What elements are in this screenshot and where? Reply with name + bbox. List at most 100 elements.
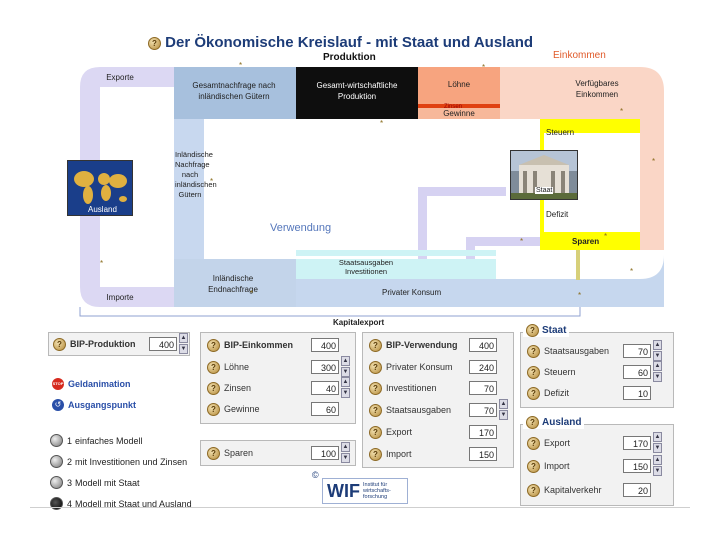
value-staat-staatsausgaben: 70	[623, 344, 651, 358]
box-gesamtnachfrage	[174, 67, 296, 119]
label-sparen: Sparen	[572, 237, 600, 246]
ausgangspunkt-label: Ausgangspunkt	[68, 400, 137, 410]
model-option-2[interactable]: 2 mit Investitionen und Zinsen	[50, 451, 192, 472]
help-icon[interactable]: ?	[207, 446, 220, 460]
panel-bip-verwendung: ? BIP-Verwendung 400 ?Privater Konsum 24…	[362, 332, 514, 468]
value-import: 150	[469, 447, 497, 461]
label-bip-produktion: BIP-Produktion	[70, 339, 136, 349]
help-icon[interactable]: ?	[527, 386, 540, 400]
label-loehne: Löhne	[447, 80, 471, 89]
spinner-ausland-import[interactable]: ▲▼	[653, 455, 662, 476]
radio-icon[interactable]	[50, 455, 63, 468]
label-import-row: Import	[386, 449, 412, 459]
radio-icon[interactable]	[50, 434, 63, 447]
help-icon[interactable]: ?	[526, 324, 539, 337]
model-option-1[interactable]: 1 einfaches Modell	[50, 430, 192, 451]
spinner-ausland-export[interactable]: ▲▼	[653, 432, 662, 453]
label-sparen-panel: Sparen	[224, 448, 254, 458]
ausland-panel-header: ? Ausland	[523, 416, 585, 429]
value-privater-konsum: 240	[469, 360, 497, 374]
band-verfuegbares-einkommen	[500, 67, 664, 250]
label-privater-konsum-row: Privater Konsum	[386, 362, 453, 372]
label-gewinne: Gewinne	[443, 109, 475, 118]
help-icon[interactable]: ?	[527, 436, 540, 450]
radio-icon[interactable]	[50, 476, 63, 489]
spinner-sparen[interactable]: ▲▼	[341, 442, 350, 463]
help-icon[interactable]: ?	[527, 344, 540, 358]
label-gesamtwirtschaftliche-produktion: Gesamt-wirtschaftliche Produktion	[316, 81, 398, 101]
band-sparen	[540, 232, 640, 250]
value-ausland-import: 150	[623, 459, 651, 473]
value-zinsen[interactable]: 40	[311, 381, 339, 395]
staat-panel-header: ? Staat	[523, 324, 570, 337]
panel-bip-produktion: ? BIP-Produktion 400 ▲▼	[48, 332, 190, 356]
label-defizit: Defizit	[546, 210, 569, 219]
value-export: 170	[469, 425, 497, 439]
help-icon[interactable]: ?	[369, 360, 382, 374]
value-bip-verwendung: 400	[469, 338, 497, 352]
box-zinsen-gewinne	[418, 107, 500, 119]
help-icon[interactable]: ?	[148, 36, 161, 50]
ausgangspunkt-button[interactable]: ↺ Ausgangspunkt	[52, 399, 136, 411]
panel-ausland: ? Ausland ?Export 170 ▲▼ ?Import 150 ▲▼ …	[520, 416, 674, 506]
label-staat-steuern: Steuern	[544, 367, 576, 377]
spinner-bip-produktion[interactable]: ▲▼	[179, 333, 188, 354]
spinner-staatsausgaben[interactable]: ▲▼	[499, 399, 508, 420]
label-importe: Importe	[106, 293, 134, 302]
label-verfuegbares-einkommen: Verfügbares Einkommen	[575, 79, 619, 99]
government-building-icon[interactable]: Staat	[510, 150, 578, 200]
label-staat-panel: Staat	[542, 325, 567, 336]
wif-logo-text: WIF	[327, 480, 360, 501]
help-icon[interactable]: ?	[369, 338, 382, 352]
help-icon[interactable]: ?	[369, 381, 382, 395]
value-ausland-kapitalverkehr: 20	[623, 483, 651, 497]
radio-selected-icon[interactable]	[50, 497, 63, 510]
value-gewinne[interactable]: 60	[311, 402, 339, 416]
panel-bip-einkommen: ? BIP-Einkommen 400 ? Löhne 300 ▲▼ ? Zin…	[200, 332, 356, 424]
help-icon[interactable]: ?	[527, 365, 540, 379]
model-option-4[interactable]: 4 Modell mit Staat und Ausland	[50, 493, 192, 514]
help-icon[interactable]: ?	[369, 425, 382, 439]
label-inlaendische-nachfrage: Inländische Nachfrage nach inländischen …	[175, 150, 217, 199]
label-produktion: Produktion	[323, 52, 376, 63]
box-inlaendische-nachfrage	[174, 119, 204, 259]
label-ausland-map: Ausland	[88, 205, 117, 214]
label-staatsausgaben-investitionen: Staatsausgaben Investitionen	[338, 258, 394, 276]
value-loehne[interactable]: 300	[311, 360, 339, 374]
label-loehne-row: Löhne	[224, 362, 250, 372]
title-text: Der Ökonomische Kreislauf - mit Staat un…	[165, 34, 534, 51]
label-gewinne-row: Gewinne	[224, 404, 260, 414]
box-privater-konsum	[296, 279, 664, 307]
label-ausland-import: Import	[544, 461, 570, 471]
help-icon[interactable]: ?	[369, 447, 382, 461]
help-icon[interactable]: ?	[369, 403, 382, 417]
label-bip-einkommen: BIP-Einkommen	[224, 340, 294, 350]
model-option-3[interactable]: 3 Modell mit Staat	[50, 472, 192, 493]
spinner-staat-staatsausgaben[interactable]: ▲▼	[653, 340, 662, 361]
label-staat-building: Staat	[535, 187, 554, 194]
help-icon[interactable]: ?	[53, 337, 66, 351]
wif-logo: WIF Institut für wirtschafts-forschung	[322, 478, 408, 504]
label-gesamtnachfrage: Gesamtnachfrage nach inländischen Gütern	[192, 81, 276, 101]
label-investitionen-row: Investitionen	[386, 383, 437, 393]
label-zinsen: Zinsen	[444, 104, 463, 110]
spinner-zinsen[interactable]: ▲▼	[341, 377, 350, 398]
value-ausland-export: 170	[623, 436, 651, 450]
label-ausland-panel: Ausland	[542, 417, 582, 428]
spinner-staat-steuern[interactable]: ▲▼	[653, 361, 662, 382]
band-steuern	[540, 119, 640, 133]
label-zinsen-row: Zinsen	[224, 383, 252, 393]
spinner-loehne[interactable]: ▲▼	[341, 356, 350, 377]
label-inlaendische-endnachfrage: Inländische Endnachfrage	[208, 274, 258, 294]
world-map-icon[interactable]: Ausland	[67, 160, 133, 216]
help-icon[interactable]: ?	[526, 416, 539, 429]
help-icon[interactable]: ?	[527, 459, 540, 473]
help-icon[interactable]: ?	[207, 381, 220, 395]
help-icon[interactable]: ?	[207, 360, 220, 374]
help-icon[interactable]: ?	[207, 338, 220, 352]
help-icon[interactable]: ?	[527, 483, 540, 497]
label-staat-staatsausgaben: Staatsausgaben	[544, 346, 610, 356]
value-bip-produktion: 400	[149, 337, 177, 351]
geldanimation-button[interactable]: STOP Geldanimation	[52, 378, 131, 390]
help-icon[interactable]: ?	[207, 402, 220, 416]
